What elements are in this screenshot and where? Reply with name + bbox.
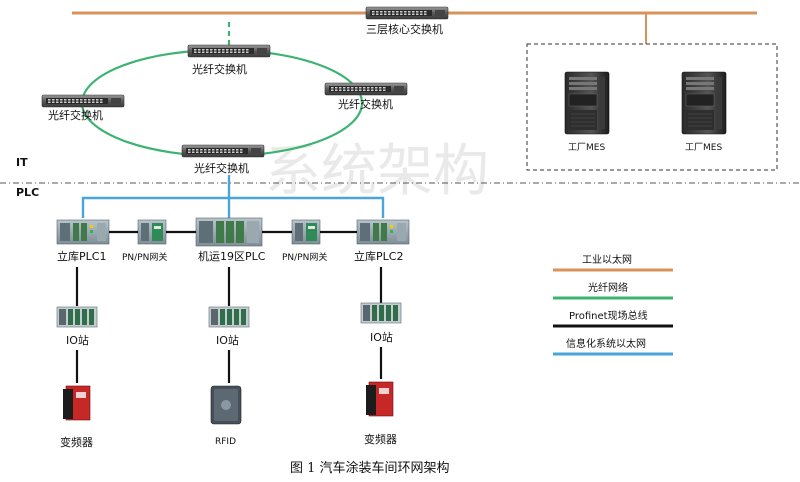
ring-switch-right-label: 光纤交换机 — [338, 97, 393, 111]
info-ethernet-bus — [81, 196, 385, 218]
plc1-label: 立库PLC1 — [57, 249, 106, 263]
mes-server-2-icon — [681, 71, 727, 135]
io-station-3-label: IO站 — [370, 330, 393, 344]
mes-server-1-icon — [564, 71, 610, 135]
gateway-2-icon — [291, 219, 321, 245]
legend-label-info-ethernet: 信息化系统以太网 — [566, 337, 646, 350]
gateway-2-label: PN/PN网关 — [282, 251, 327, 263]
plc-19-label: 机运19区PLC — [198, 249, 266, 263]
ring-switch-top-label: 光纤交换机 — [192, 62, 247, 76]
io-station-1-icon — [56, 306, 98, 328]
mes-server-1-label: 工厂MES — [568, 142, 605, 153]
plc2-icon — [356, 219, 410, 245]
mes-server-2-label: 工厂MES — [685, 142, 722, 153]
rfid-label: RFID — [215, 437, 236, 447]
inverter-2-label: 变频器 — [364, 432, 397, 446]
io-station-3-icon — [360, 302, 402, 324]
legend: 工业以太网 光纤网络 Profinet现场总线 信息化系统以太网 — [553, 253, 673, 356]
ring-switch-bottom-icon — [181, 144, 265, 158]
inverter-1-label: 变频器 — [60, 435, 93, 449]
mes-server-group — [526, 43, 778, 171]
zone-label-it: IT — [16, 156, 28, 169]
gateway-1-label: PN/PN网关 — [122, 251, 167, 263]
plc2-label: 立库PLC2 — [354, 249, 403, 263]
zone-label-plc: PLC — [16, 186, 39, 199]
legend-label-industrial-ethernet: 工业以太网 — [582, 253, 632, 266]
watermark: 系统架构 — [265, 139, 489, 204]
io-station-1-label: IO站 — [66, 333, 89, 347]
figure-caption: 图 1 汽车涂装车间环网架构 — [290, 460, 450, 476]
ring-switch-right-icon — [324, 82, 408, 96]
legend-label-fiber: 光纤网络 — [588, 281, 628, 294]
io-station-2-label: IO站 — [216, 333, 239, 347]
gateway-1-icon — [137, 219, 167, 245]
inverter-1-icon — [63, 385, 91, 421]
core-switch-icon — [365, 6, 449, 20]
legend-label-profinet: Profinet现场总线 — [569, 309, 648, 322]
ring-switch-top-icon — [187, 44, 271, 58]
rfid-icon — [210, 385, 242, 425]
core-switch-label: 三层核心交换机 — [366, 22, 443, 36]
ring-switch-left-icon — [41, 94, 125, 108]
inverter-2-icon — [366, 381, 394, 417]
ring-switch-bottom-label: 光纤交换机 — [194, 161, 249, 175]
ring-switch-left-label: 光纤交换机 — [48, 108, 103, 122]
io-station-2-icon — [208, 306, 250, 328]
plc1-icon — [56, 219, 110, 245]
